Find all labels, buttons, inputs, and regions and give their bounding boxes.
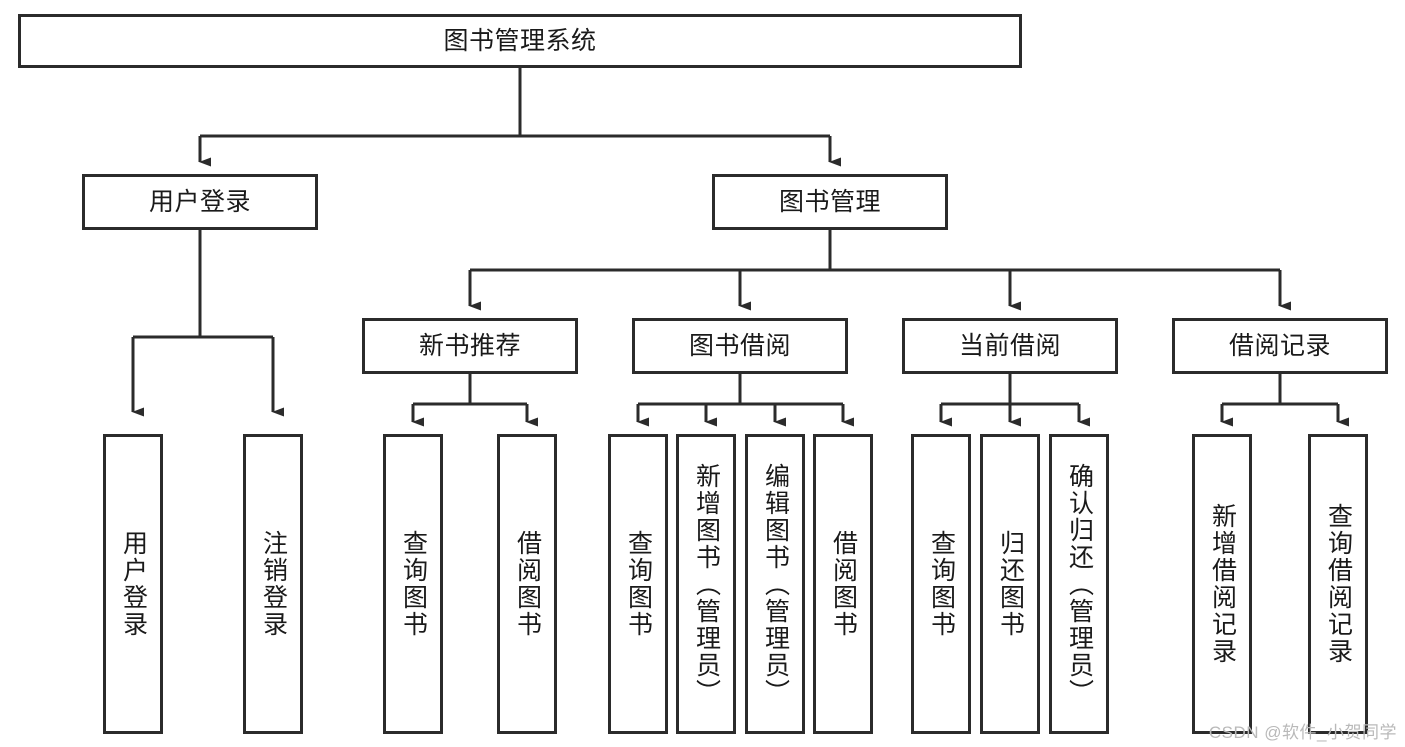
leaf-borrow-borrow-book-label: 借阅图书 [829,530,858,638]
leaf-recommend-borrow-book[interactable]: 借阅图书 [497,434,557,734]
node-book-management-label: 图书管理 [778,188,881,216]
node-borrow-records[interactable]: 借阅记录 [1172,318,1388,374]
leaf-user-login-signin[interactable]: 用户登录 [103,434,163,734]
leaf-current-return-book-label: 归还图书 [996,530,1025,638]
leaf-borrow-query-book[interactable]: 查询图书 [608,434,668,734]
node-root-label: 图书管理系统 [443,27,597,55]
node-borrow-records-label: 借阅记录 [1228,332,1331,360]
leaf-recommend-query-book-label: 查询图书 [399,530,428,638]
leaf-records-add-record-label: 新增借阅记录 [1208,503,1237,665]
leaf-borrow-edit-book-label: 编辑图书（管理员） [761,462,790,706]
leaf-current-confirm-return[interactable]: 确认归还（管理员） [1049,434,1109,734]
node-user-login[interactable]: 用户登录 [82,174,318,230]
leaf-current-return-book[interactable]: 归还图书 [980,434,1040,734]
node-new-book-recommend[interactable]: 新书推荐 [362,318,578,374]
node-user-login-label: 用户登录 [148,188,251,216]
node-current-borrow[interactable]: 当前借阅 [902,318,1118,374]
node-book-borrow[interactable]: 图书借阅 [632,318,848,374]
leaf-records-add-record[interactable]: 新增借阅记录 [1192,434,1252,734]
leaf-user-login-signout[interactable]: 注销登录 [243,434,303,734]
leaf-current-query-book[interactable]: 查询图书 [911,434,971,734]
node-new-book-recommend-label: 新书推荐 [418,332,521,360]
leaf-recommend-borrow-book-label: 借阅图书 [513,530,542,638]
watermark: CSDN @软件_小贺同学 [1208,723,1397,742]
node-root[interactable]: 图书管理系统 [18,14,1022,68]
leaf-user-login-signin-label: 用户登录 [119,530,148,638]
leaf-borrow-add-book-label: 新增图书（管理员） [692,462,721,706]
node-book-borrow-label: 图书借阅 [688,332,791,360]
leaf-borrow-add-book[interactable]: 新增图书（管理员） [676,434,736,734]
leaf-user-login-signout-label: 注销登录 [259,530,288,638]
node-book-management[interactable]: 图书管理 [712,174,948,230]
leaf-records-query-record[interactable]: 查询借阅记录 [1308,434,1368,734]
leaf-current-confirm-return-label: 确认归还（管理员） [1065,462,1094,706]
leaf-records-query-record-label: 查询借阅记录 [1324,503,1353,665]
node-current-borrow-label: 当前借阅 [958,332,1061,360]
leaf-recommend-query-book[interactable]: 查询图书 [383,434,443,734]
leaf-borrow-edit-book[interactable]: 编辑图书（管理员） [745,434,805,734]
leaf-current-query-book-label: 查询图书 [927,530,956,638]
leaf-borrow-borrow-book[interactable]: 借阅图书 [813,434,873,734]
leaf-borrow-query-book-label: 查询图书 [624,530,653,638]
